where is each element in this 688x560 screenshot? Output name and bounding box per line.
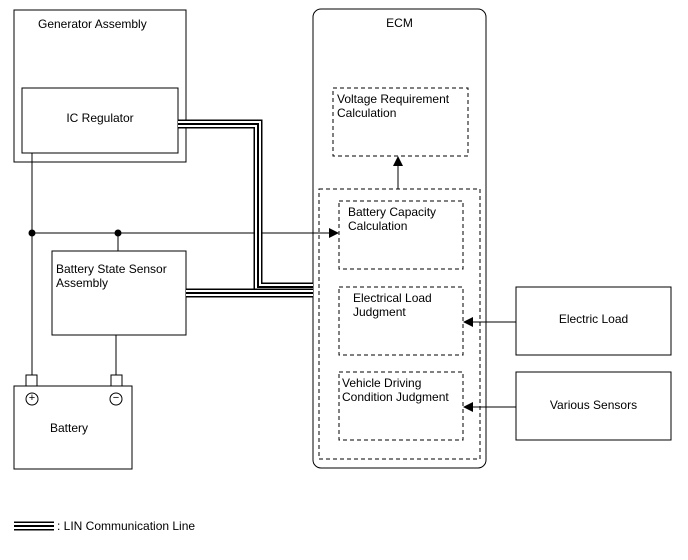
generator-assembly-title: Generator Assembly <box>38 17 147 31</box>
generator-assembly-box <box>13 9 187 163</box>
lin-line-regulator <box>178 119 313 292</box>
electric-load-box <box>515 286 672 356</box>
electric-load-label: Electric Load <box>558 312 629 326</box>
legend-text: : LIN Communication Line <box>57 519 196 533</box>
various-sensors-label: Various Sensors <box>549 398 638 412</box>
battery-label: Battery <box>50 421 89 435</box>
battery-capacity-box <box>338 200 464 270</box>
positive-symbol: + <box>28 392 36 404</box>
battery-box <box>13 385 133 470</box>
ecm-box <box>312 8 487 469</box>
electrical-load-judgment-label: Electrical Load Judgment <box>353 291 432 319</box>
battery-state-sensor-label: Battery State Sensor Assembly <box>56 262 167 290</box>
ecm-inner-dashed-box <box>318 188 481 460</box>
ic-regulator-box <box>21 87 179 154</box>
negative-symbol: − <box>112 392 120 404</box>
voltage-requirement-box <box>332 87 469 157</box>
driving-condition-judgment-label: Vehicle Driving Condition Judgment <box>342 376 449 404</box>
various-sensors-box <box>515 371 672 441</box>
negative-symbol-ring <box>109 392 123 406</box>
battery-positive-terminal <box>25 374 38 387</box>
positive-symbol-ring <box>25 392 39 406</box>
voltage-requirement-label: Voltage Requirement Calculation <box>337 92 450 120</box>
ecm-title: ECM <box>386 16 413 30</box>
junction-dot-right <box>114 229 122 237</box>
battery-negative-terminal <box>110 374 123 387</box>
ic-regulator-label: IC Regulator <box>66 111 134 125</box>
junction-dot-left <box>28 229 36 237</box>
battery-capacity-label: Battery Capacity Calculation <box>348 205 437 233</box>
